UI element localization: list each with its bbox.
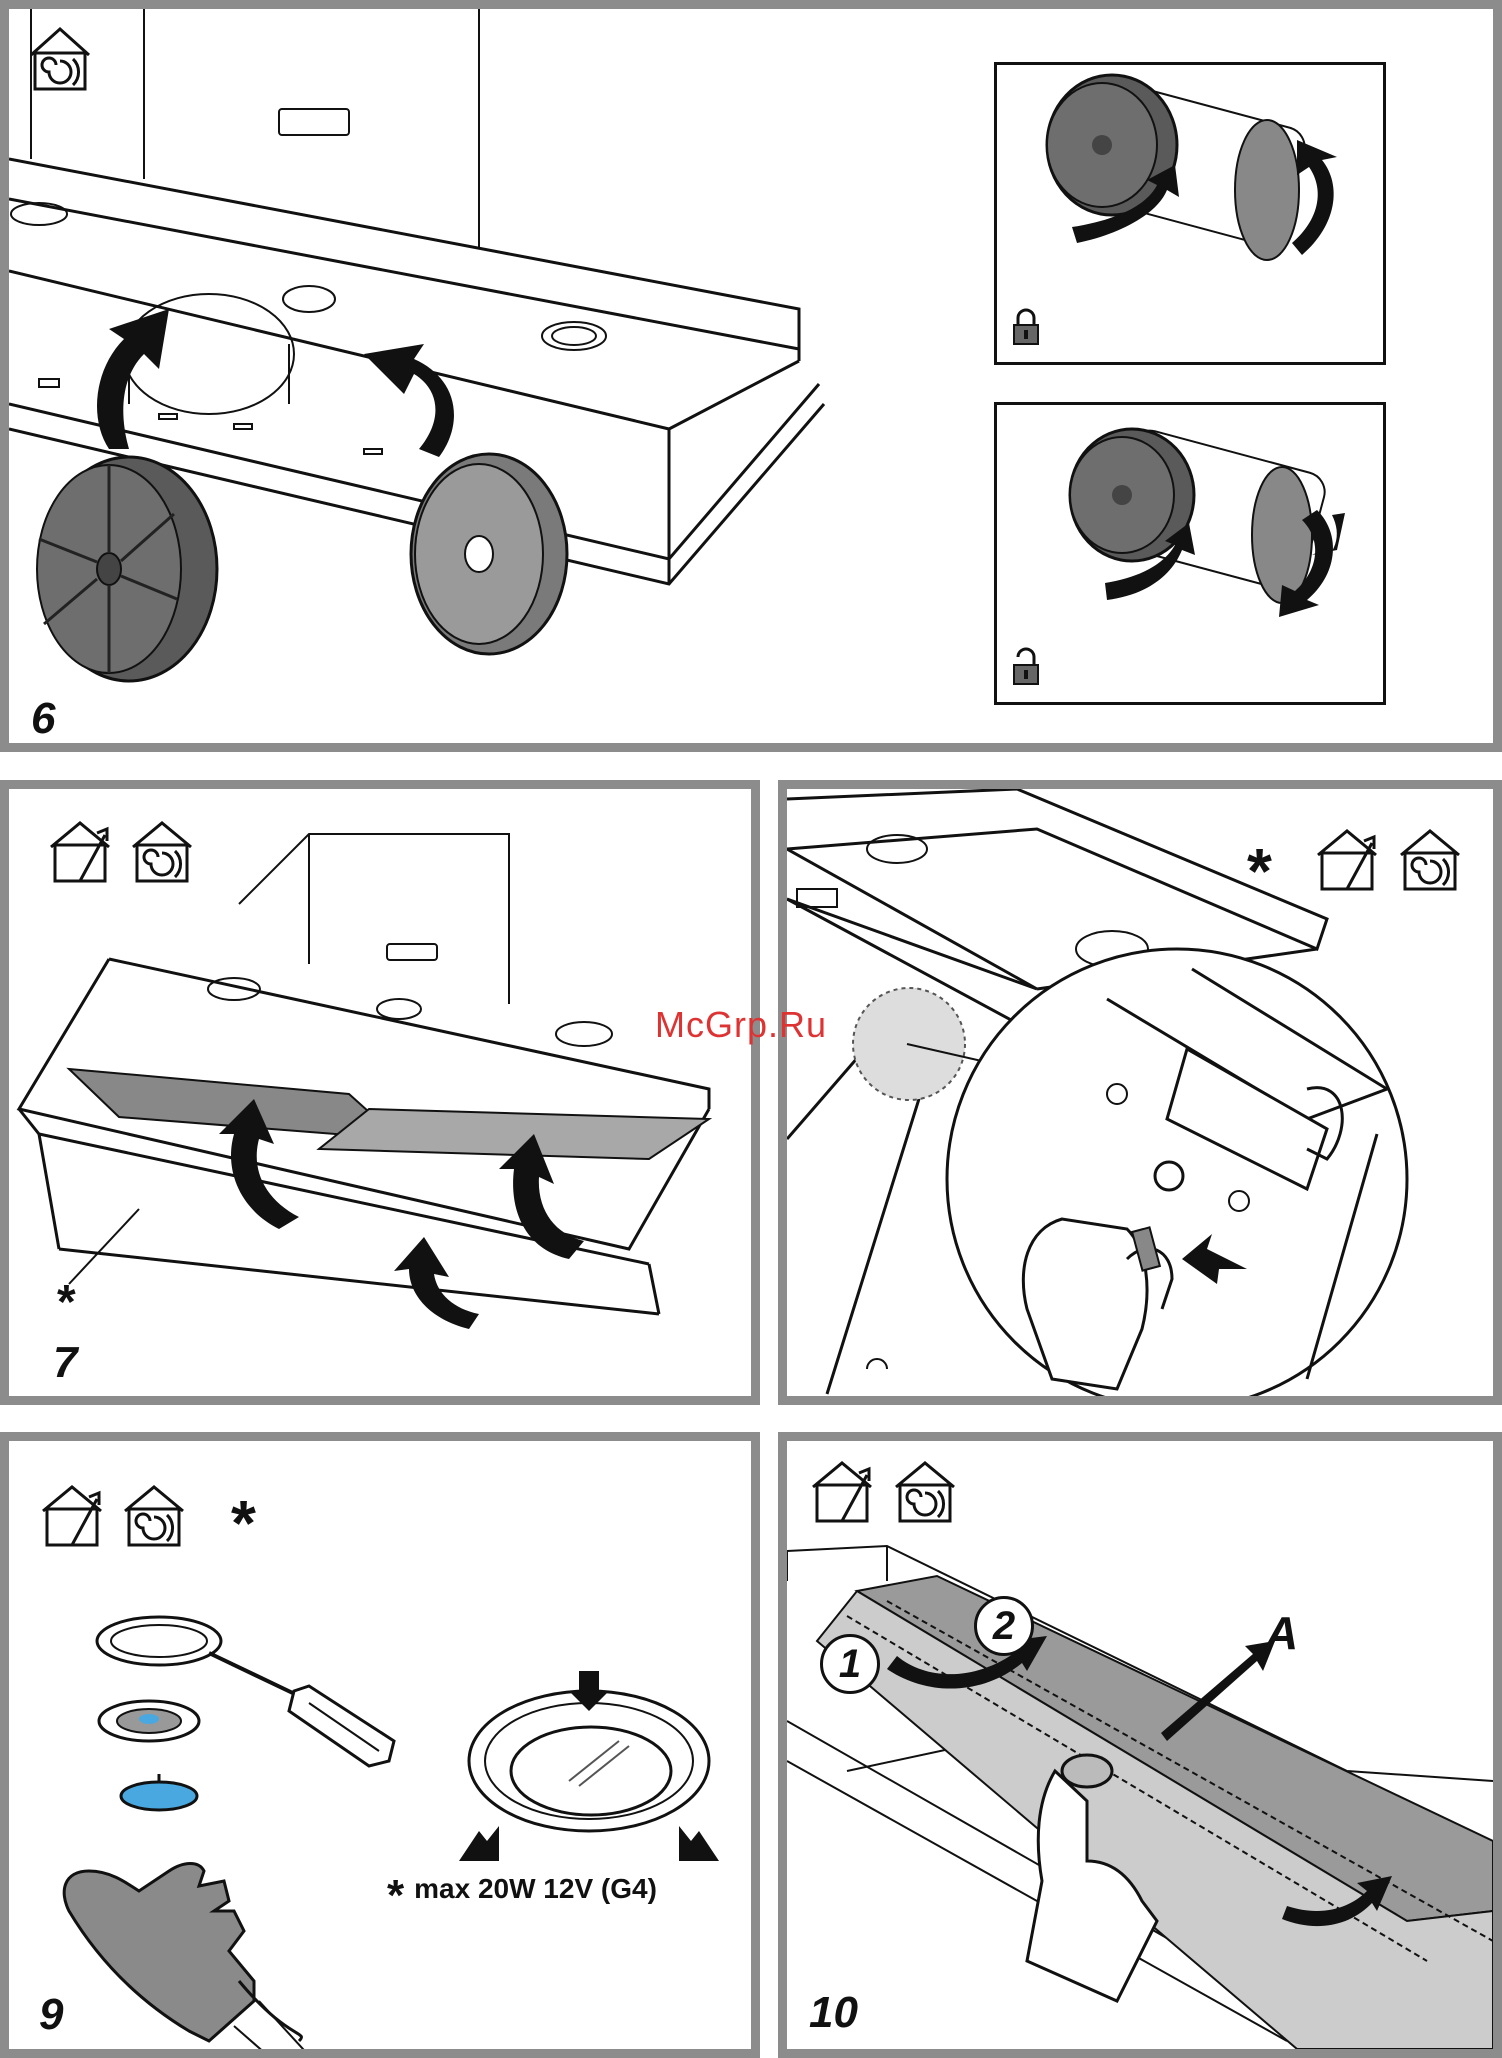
charcoal-filter-left bbox=[37, 457, 217, 681]
hood-grease-filters-drawing bbox=[9, 789, 751, 1396]
inset-lock-filter bbox=[994, 62, 1386, 365]
hinge-zoom-circle bbox=[947, 949, 1407, 1396]
step-number-7: 7 bbox=[53, 1341, 77, 1385]
label-a: A bbox=[1265, 1606, 1298, 1660]
recirculation-house-icon bbox=[25, 23, 95, 93]
panel-8-panel-hinge-detail: * bbox=[778, 780, 1502, 1405]
lamp-cover-with-screwdriver bbox=[97, 1617, 394, 1766]
asterisk-label: * bbox=[1247, 839, 1272, 903]
recirculation-house-icon bbox=[127, 817, 197, 885]
lamp-spec-text: max 20W 12V (G4) bbox=[414, 1873, 657, 1904]
lamp-glass-clips bbox=[459, 1671, 719, 1861]
panel-removal-drawing bbox=[787, 1441, 1493, 2049]
hinge-detail-drawing bbox=[787, 789, 1493, 1396]
light-button bbox=[1062, 1755, 1112, 1787]
panel-6-charcoal-filter-install: 6 bbox=[0, 0, 1502, 752]
recirculation-house-icon bbox=[1395, 825, 1465, 893]
lock-open-icon bbox=[1011, 643, 1041, 687]
lamp-holder bbox=[99, 1701, 199, 1741]
panel-9-lamp-replacement: * * max 20W 12V (G4) 9 bbox=[0, 1432, 760, 2058]
ducted-house-icon bbox=[1312, 825, 1382, 893]
filter-rotate-unlock-drawing bbox=[997, 405, 1383, 702]
halogen-lamp bbox=[121, 1782, 197, 1810]
watermark-text: McGrp.Ru bbox=[655, 1004, 827, 1046]
step-number-9: 9 bbox=[39, 1993, 63, 2037]
charcoal-filter-right bbox=[411, 454, 567, 654]
lamp-spec-note: * max 20W 12V (G4) bbox=[387, 1871, 657, 1921]
lamp-spec-asterisk: * bbox=[387, 1871, 404, 1920]
lock-closed-icon bbox=[1011, 307, 1041, 347]
step-number-10: 10 bbox=[809, 1991, 858, 2035]
ducted-house-icon bbox=[37, 1481, 107, 1549]
step-number-6: 6 bbox=[31, 697, 55, 741]
ducted-house-icon bbox=[807, 1457, 877, 1525]
callout-1: 1 bbox=[820, 1634, 880, 1694]
filter-rotate-lock-drawing bbox=[997, 65, 1383, 362]
recirculation-house-icon bbox=[119, 1481, 189, 1549]
panel-7-grease-filter-install: * 7 bbox=[0, 780, 760, 1405]
asterisk-label: * bbox=[57, 1279, 76, 1327]
asterisk-label: * bbox=[231, 1491, 256, 1555]
panel-10-metal-panel-removal: 1 2 A 10 bbox=[778, 1432, 1502, 2058]
inset-unlock-filter bbox=[994, 402, 1386, 705]
ducted-house-icon bbox=[45, 817, 115, 885]
glove-hand bbox=[64, 1864, 254, 2042]
callout-2: 2 bbox=[974, 1596, 1034, 1656]
grease-filter-right bbox=[319, 1109, 709, 1159]
recirculation-house-icon bbox=[890, 1457, 960, 1525]
